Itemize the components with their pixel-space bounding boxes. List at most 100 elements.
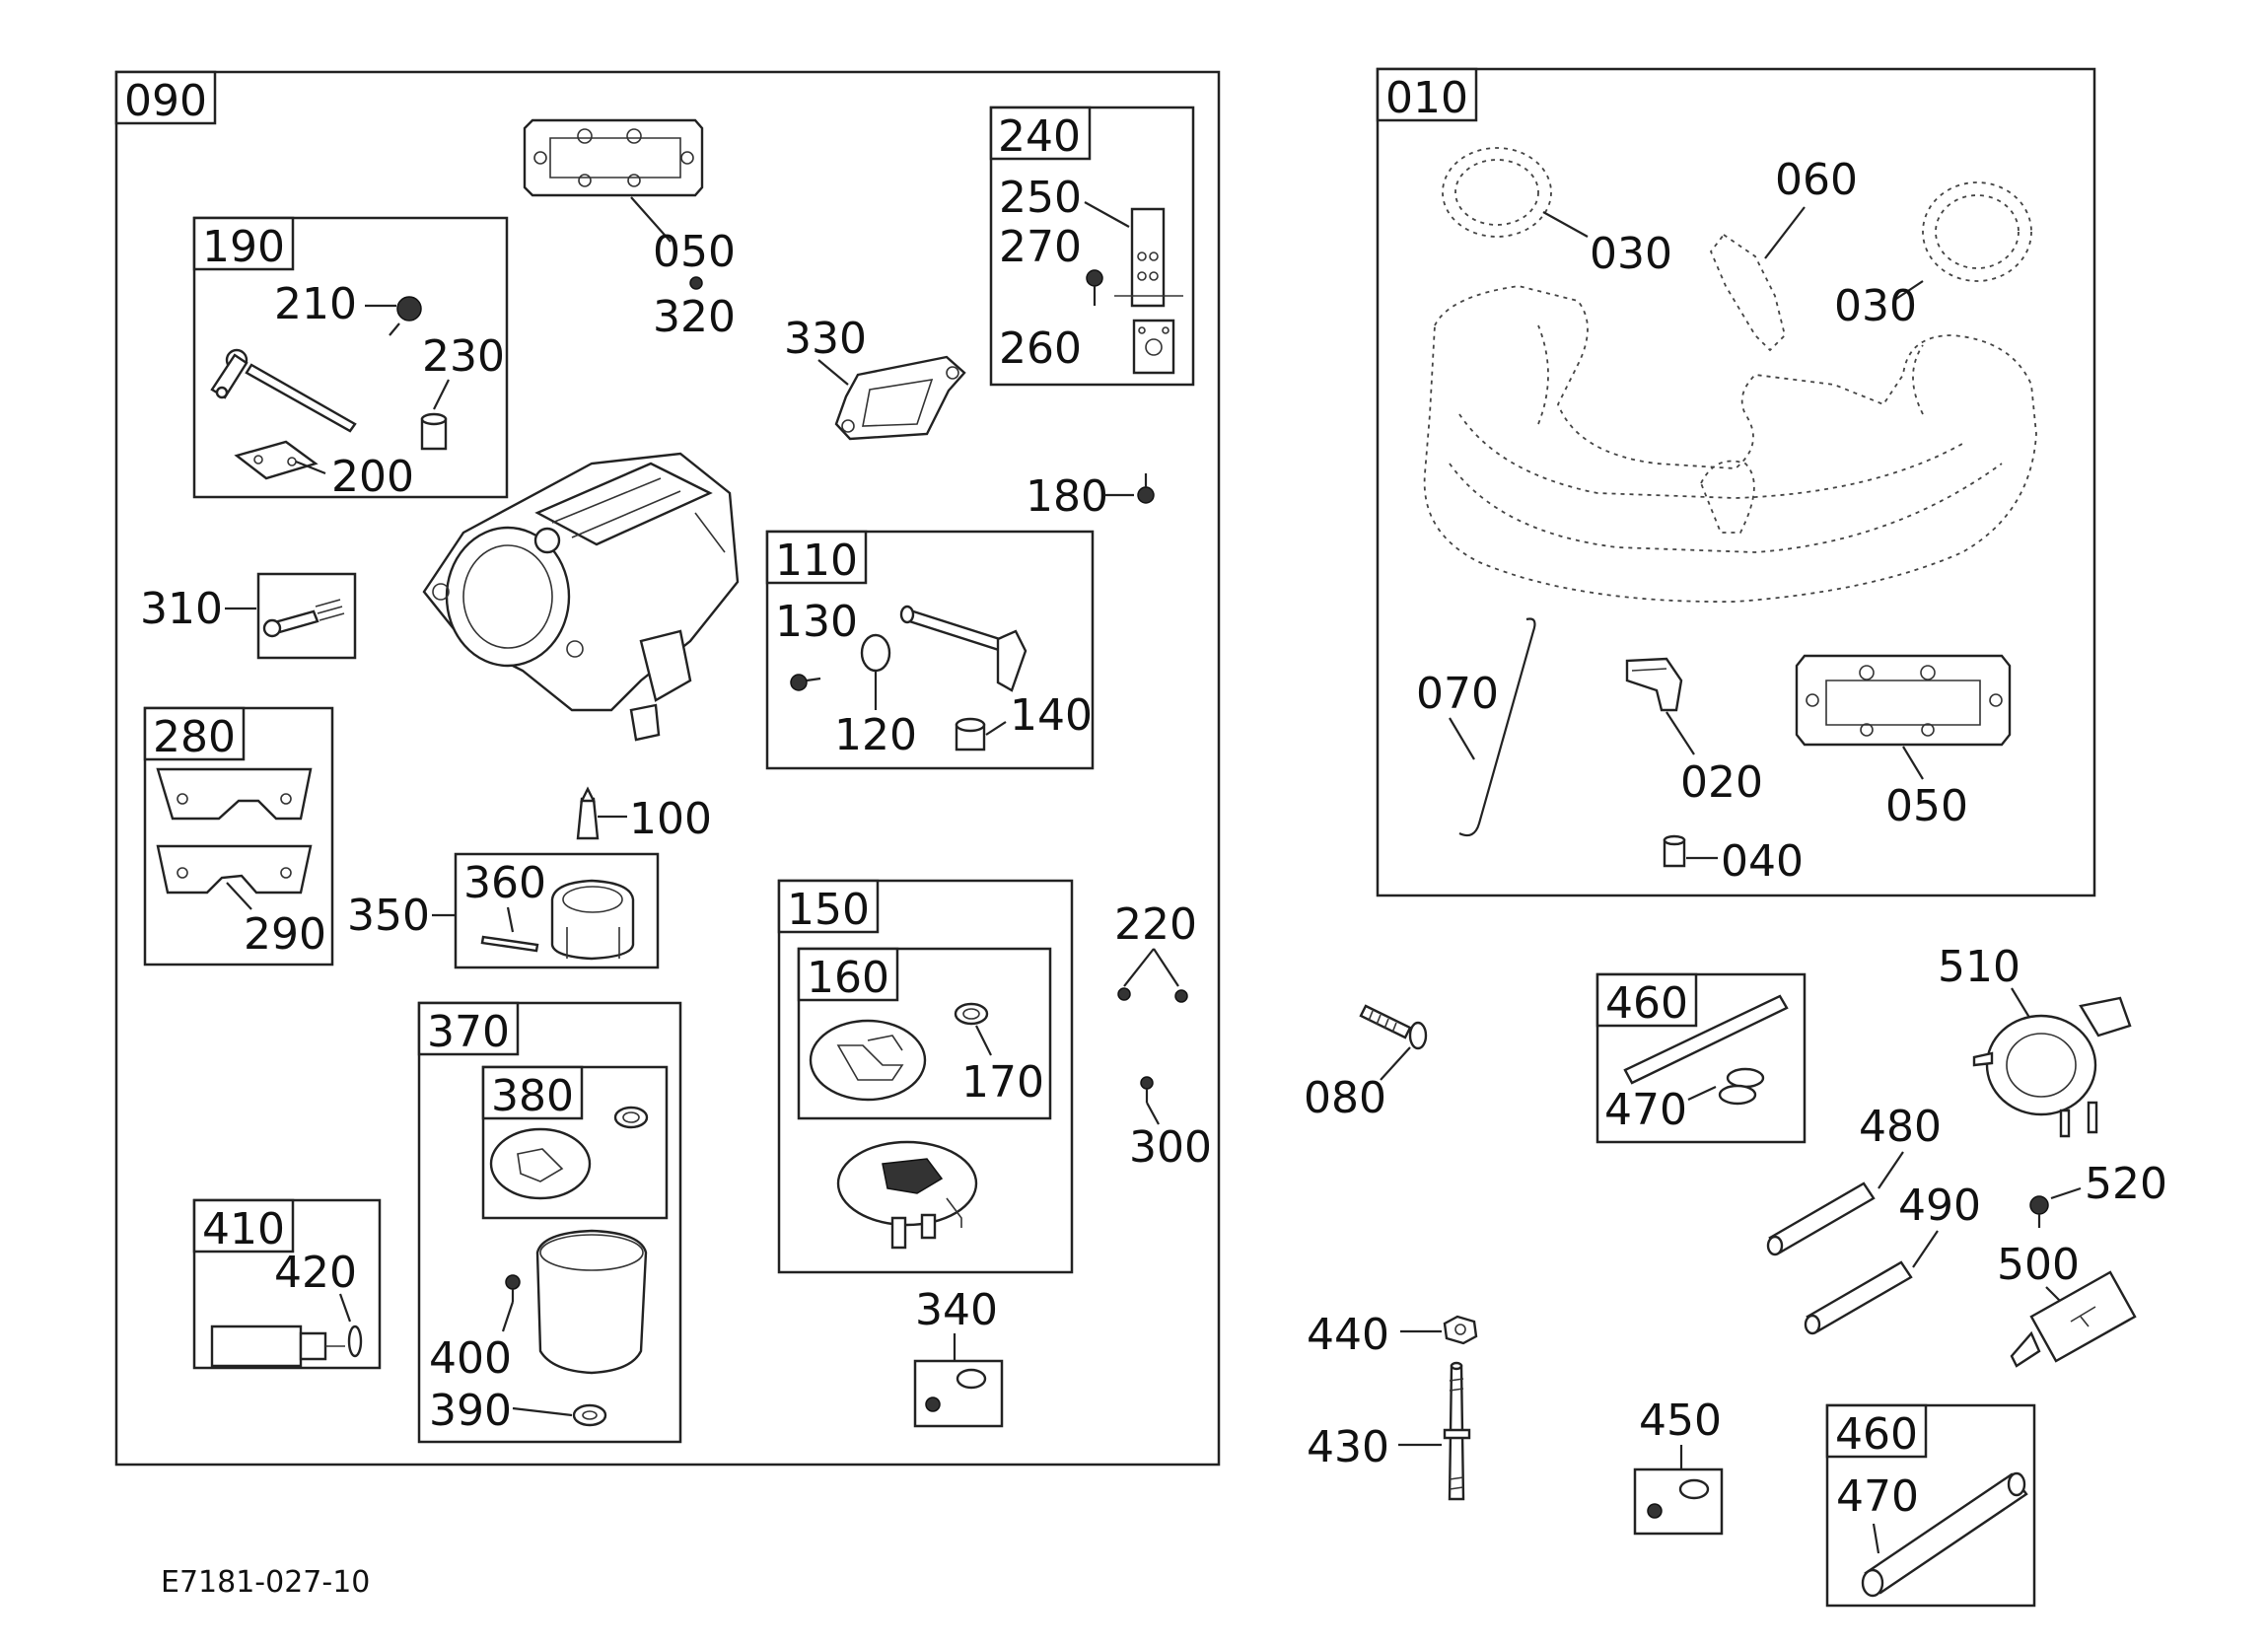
leader-050-right	[1902, 746, 1924, 780]
label-170: 170	[961, 1057, 1044, 1108]
group-240-tag-box	[989, 106, 1092, 161]
bushing-140-part[interactable]	[955, 717, 986, 752]
shaft-choke-part[interactable]	[210, 348, 357, 433]
hose-490-part[interactable]	[1804, 1260, 1913, 1335]
stud-430-part[interactable]	[1443, 1361, 1471, 1501]
fitting-020-part[interactable]	[1625, 657, 1683, 712]
group-240-frame	[989, 106, 1195, 387]
group-380: 380	[481, 1065, 669, 1220]
group-150-frame	[777, 879, 1074, 1274]
screw-520-part[interactable]	[2029, 1195, 2049, 1228]
group-190-tag: 190	[202, 222, 285, 272]
label-230: 230	[422, 331, 505, 382]
group-410-tag-box	[192, 1198, 295, 1253]
leader-050	[630, 196, 672, 243]
float-bowl-370-part[interactable]	[535, 1229, 648, 1375]
fuel-line-460-part[interactable]	[1623, 994, 1789, 1085]
gasket-160-part[interactable]	[809, 1019, 927, 1102]
bracket-250-part[interactable]	[1114, 207, 1183, 308]
label-430: 430	[1307, 1422, 1389, 1472]
drawing-code: E7181-027-10	[161, 1565, 370, 1600]
clamps-470-top-part[interactable]	[1718, 1067, 1765, 1106]
label-470-bottom: 470	[1836, 1471, 1919, 1522]
bushing-230-part[interactable]	[420, 412, 448, 451]
group-150: 150	[777, 879, 1074, 1274]
spring-210-part[interactable]	[365, 296, 422, 336]
gasket-380-part[interactable]	[489, 1127, 592, 1200]
oring-380-part[interactable]	[613, 1106, 649, 1129]
label-390: 390	[429, 1386, 512, 1436]
group-090: 090	[114, 70, 1221, 1467]
screw-180-part[interactable]	[1137, 473, 1155, 504]
group-090-tag-box	[114, 70, 217, 125]
gasket-050-part[interactable]	[523, 118, 704, 197]
group-370-tag: 370	[427, 1007, 510, 1057]
rod-070-part[interactable]	[1458, 617, 1536, 837]
leader-070	[1449, 717, 1475, 760]
screw-400-part[interactable]	[505, 1274, 521, 1302]
label-070: 070	[1416, 669, 1499, 719]
leader-080	[1380, 1046, 1411, 1081]
nut-440-part[interactable]	[1443, 1315, 1478, 1345]
group-110: 110	[765, 530, 1095, 770]
label-480: 480	[1859, 1102, 1942, 1152]
gasket-280-part[interactable]	[156, 767, 313, 821]
group-460-bottom: 460	[1825, 1403, 2036, 1608]
group-190-tag-box	[192, 216, 295, 271]
group-160-tag-box	[797, 947, 899, 1002]
kit-340[interactable]	[913, 1359, 1004, 1428]
group-240: 240	[989, 106, 1195, 387]
group-460-top-tag: 460	[1605, 978, 1688, 1029]
gasket-290-part[interactable]	[156, 844, 313, 895]
group-090-tag: 090	[124, 76, 207, 126]
kit-310[interactable]	[256, 572, 357, 660]
screws-220-part[interactable]	[1117, 987, 1188, 1003]
gasket-050-right-part[interactable]	[1795, 654, 2012, 747]
group-280-tag-box	[143, 706, 246, 761]
gasket-030-right-part[interactable]	[1922, 181, 2032, 282]
group-150-tag-box	[777, 879, 880, 934]
group-160-frame	[797, 947, 1052, 1120]
shaft-throttle-part[interactable]	[899, 605, 1028, 692]
label-200: 200	[331, 452, 414, 502]
gasket-060-part[interactable]	[1709, 233, 1786, 352]
leader-420	[338, 1293, 352, 1323]
oring-170-part[interactable]	[954, 1002, 989, 1026]
screw-270-part[interactable]	[1086, 269, 1103, 306]
group-160: 160	[797, 947, 1052, 1120]
label-520: 520	[2085, 1159, 2167, 1209]
plate-120-part[interactable]	[860, 633, 891, 673]
solenoid-410-part[interactable]	[210, 1325, 363, 1368]
kit-450[interactable]	[1633, 1468, 1724, 1536]
label-440: 440	[1307, 1310, 1389, 1360]
label-470-top: 470	[1604, 1085, 1687, 1135]
fuel-line-460-bottom-part[interactable]	[1861, 1471, 2028, 1598]
plate-200-part[interactable]	[234, 440, 319, 480]
plate-260-part[interactable]	[1132, 319, 1175, 375]
hose-480-part[interactable]	[1766, 1182, 1876, 1256]
washer-390-part[interactable]	[572, 1403, 607, 1427]
fuel-filter-500-part[interactable]	[2010, 1270, 2137, 1368]
label-040: 040	[1721, 836, 1804, 887]
leader-400	[501, 1301, 515, 1332]
fuel-pump-510-part[interactable]	[1972, 996, 2132, 1138]
plug-040-part[interactable]	[1663, 834, 1686, 868]
group-380-tag: 380	[491, 1071, 574, 1121]
float-360-part[interactable]	[550, 879, 635, 961]
jet-100-part[interactable]	[576, 786, 600, 840]
bolt-080-part[interactable]	[1359, 1004, 1428, 1050]
label-320: 320	[653, 292, 736, 342]
group-370: 370	[417, 1001, 682, 1444]
carburetor-body-part[interactable]	[422, 452, 740, 742]
screw-130-part[interactable]	[790, 674, 821, 691]
pump-plate-150-part[interactable]	[836, 1140, 978, 1250]
pin-360-part[interactable]	[480, 935, 539, 953]
label-220: 220	[1114, 899, 1197, 950]
group-280: 280	[143, 706, 334, 967]
leader-490	[1912, 1230, 1939, 1268]
screw-300-part[interactable]	[1140, 1076, 1154, 1103]
group-460-top-tag-box	[1595, 972, 1698, 1028]
gasket-030-left-part[interactable]	[1442, 147, 1552, 238]
gasket-330-part[interactable]	[834, 355, 966, 441]
intake-manifold-part[interactable]	[1423, 285, 2037, 603]
